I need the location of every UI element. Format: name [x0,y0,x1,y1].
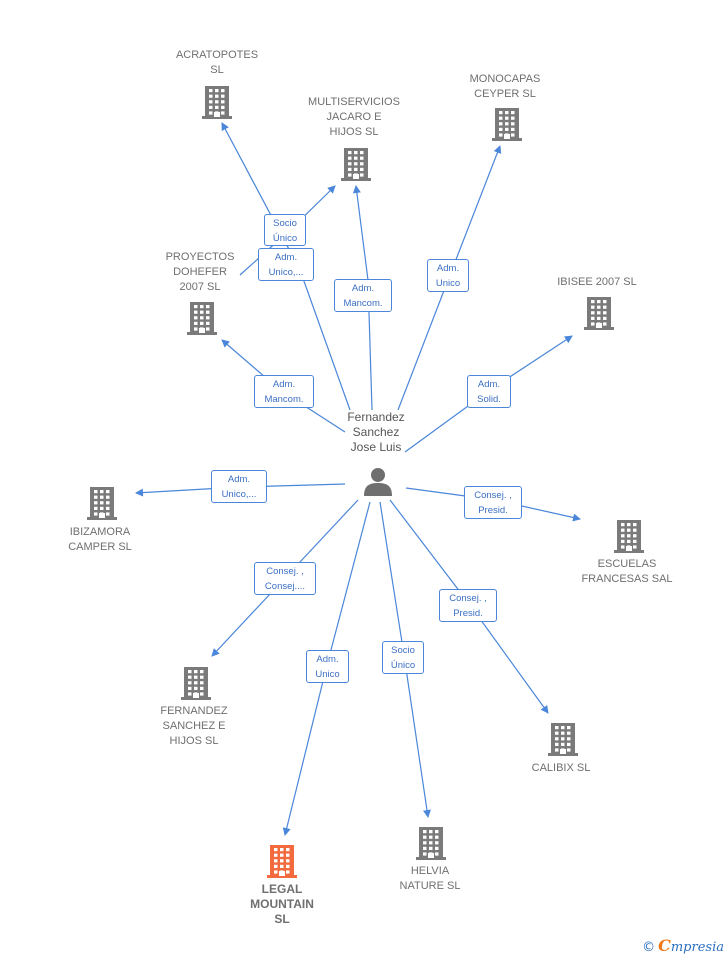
company-node-ibisee[interactable] [584,296,614,335]
brand-logo: ©Cmpresia [642,936,724,955]
building-icon [181,667,211,704]
building-icon [584,297,614,334]
building-icon [202,86,232,123]
center-person[interactable] [362,466,394,496]
company-label[interactable]: HELVIA NATURE SL [399,865,461,892]
company-node-legal[interactable] [267,844,297,883]
edge-role-label[interactable]: Adm. Solid. [467,375,511,408]
person-icon [364,468,392,496]
building-icon [187,302,217,339]
company-node-acratopotes[interactable] [202,85,232,124]
company-label[interactable]: ESCUELAS FRANCESAS SAL [581,558,673,585]
company-label[interactable]: IBISEE 2007 SL [557,276,637,288]
edge-role-label[interactable]: Adm. Mancom. [254,375,314,408]
building-icon [416,827,446,864]
brand-name: mpresia [670,940,724,955]
building-icon [492,108,522,145]
edge-role-label[interactable]: Adm. Unico,... [211,470,267,503]
company-label[interactable]: IBIZAMORA CAMPER SL [68,526,132,553]
company-node-multiservicios[interactable] [341,147,371,186]
edge-role-label[interactable]: Adm. Mancom. [334,279,392,312]
edge-role-label[interactable]: Socio Único [264,214,306,246]
company-node-escuelas[interactable] [614,519,644,558]
brand-initial: C [658,936,671,955]
edge-role-label[interactable]: Socio Único [382,641,424,674]
edge-role-label[interactable]: Consej. , Consej.... [254,562,316,595]
building-icon [614,520,644,557]
edge-role-label[interactable]: Consej. , Presid. [464,486,522,519]
company-label[interactable]: FERNANDEZ SANCHEZ E HIJOS SL [160,705,228,747]
edge-role-label[interactable]: Adm. Unico,... [258,248,314,281]
company-label[interactable]: MULTISERVICIOS JACARO E HIJOS SL [308,96,400,138]
building-icon [267,845,297,882]
company-node-monocapas[interactable] [492,107,522,146]
company-label[interactable]: ACRATOPOTES SL [175,49,259,76]
company-node-proyectos[interactable] [187,301,217,340]
edge-role-label[interactable]: Adm. Unico [427,259,469,292]
company-label[interactable]: PROYECTOS DOHEFER 2007 SL [165,251,235,293]
building-icon [87,487,117,524]
company-label[interactable]: CALIBIX SL [531,762,591,774]
edge-role-label[interactable]: Consej. , Presid. [439,589,497,622]
company-node-fernandez[interactable] [181,666,211,705]
edge-role-label[interactable]: Adm. Unico [306,650,349,683]
company-node-calibix[interactable] [548,722,578,761]
building-icon [341,148,371,185]
company-node-helvia[interactable] [416,826,446,865]
company-node-ibizamora[interactable] [87,486,117,525]
company-label[interactable]: LEGAL MOUNTAIN SL [250,882,314,926]
company-label[interactable]: MONOCAPAS CEYPER SL [469,73,541,100]
center-person-label: Fernandez Sanchez Jose Luis [347,410,405,454]
copyright-symbol: © [642,940,656,955]
building-icon [548,723,578,760]
